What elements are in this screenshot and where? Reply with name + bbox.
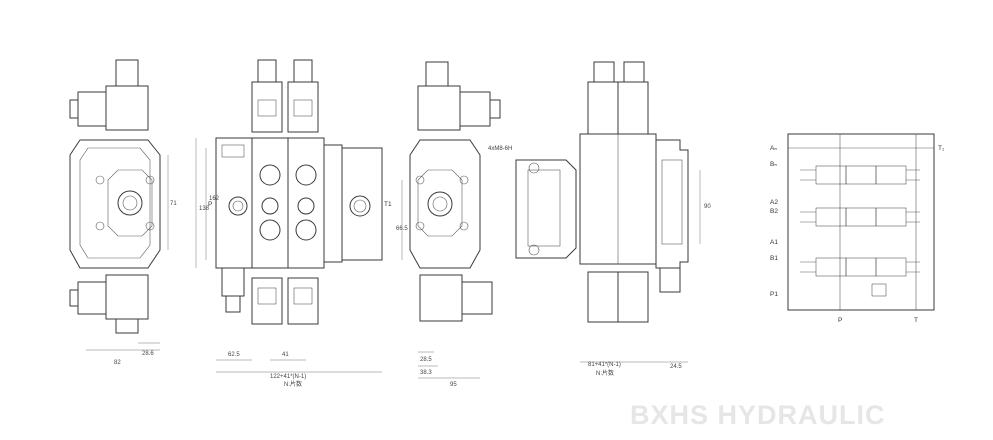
- solenoid-top-cap: [115, 59, 139, 87]
- dim-38-3: 38.3: [420, 370, 432, 376]
- front-view: P T1 62.5 41 122+41*(N-1) N:片数 138 162: [195, 59, 392, 388]
- valve-body-side: [69, 139, 161, 269]
- note-thread: 4xM8-6H: [488, 146, 512, 152]
- label-p: P: [838, 317, 842, 324]
- label-an: Aₙ: [770, 145, 777, 152]
- relief-valve-symbol: [871, 283, 887, 297]
- solenoid-top-coil: [105, 85, 149, 131]
- label-a2: A2: [770, 199, 778, 206]
- spool-section-2: [800, 207, 920, 227]
- label-b1: B1: [770, 255, 778, 262]
- connector-bottom: [69, 281, 107, 315]
- dim-overall-top: 81+41*(N-1): [588, 362, 621, 368]
- dim-71: 71: [170, 201, 177, 207]
- dim-28-6: 28.6: [142, 351, 154, 357]
- label-t1: T₁: [938, 145, 945, 152]
- port-t1-label: T1: [384, 201, 392, 208]
- dim-28-5: 28.5: [420, 357, 432, 363]
- top-view-inlet: [515, 159, 577, 259]
- top-view: 81+41*(N-1) N:片数 24.5 90: [515, 61, 711, 377]
- dim-62-5: 62.5: [228, 352, 240, 358]
- dim-82: 82: [114, 360, 121, 366]
- label-a1: A1: [770, 239, 778, 246]
- work-section-1: [251, 137, 289, 269]
- spool-section-n: [800, 165, 920, 185]
- dim-top-note: N:片数: [596, 369, 614, 377]
- spool-section-1: [800, 257, 920, 277]
- solenoid-bottom-coil: [105, 274, 149, 320]
- connector-top: [69, 91, 107, 127]
- dim-90: 90: [704, 204, 711, 210]
- dim-66-5: 66.5: [396, 226, 408, 232]
- label-p1: P1: [770, 291, 778, 298]
- schematic-frame: [787, 133, 935, 311]
- dim-overall-front: 122+41*(N-1): [270, 374, 306, 380]
- dim-138: 138: [199, 206, 210, 212]
- work-section-2: [287, 137, 325, 269]
- dim-24-5: 24.5: [670, 364, 682, 370]
- right-side-view: 4xM8-6H 28.5 38.3 95 66.5: [396, 61, 512, 388]
- valve-body-right: [409, 139, 481, 269]
- hydraulic-schematic: Aₙ Bₙ A2 B2 A1 B1 P1 T₁ P T: [770, 133, 945, 324]
- label-bn: Bₙ: [770, 161, 777, 168]
- dim-front-note: N:片数: [284, 380, 302, 388]
- watermark: BXHS HYDRAULIC: [630, 400, 886, 430]
- dim-41: 41: [282, 352, 289, 358]
- left-side-view: 82 28.6 71: [69, 59, 177, 366]
- outlet-section: [341, 147, 383, 261]
- label-t: T: [914, 317, 918, 324]
- dim-95: 95: [450, 382, 457, 388]
- port-p-label: P: [208, 201, 212, 208]
- label-b2: B2: [770, 208, 778, 215]
- top-view-outlet: [655, 139, 689, 269]
- dim-162: 162: [209, 196, 220, 202]
